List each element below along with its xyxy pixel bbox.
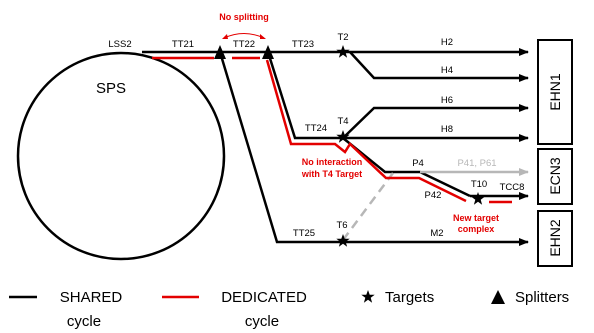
target-star: [336, 45, 350, 58]
label-tcc8: TCC8: [500, 182, 525, 193]
legend: SHARED cycle DEDICATED cycle Targets Spl…: [9, 289, 569, 330]
line-t6-link: [341, 172, 395, 241]
no-splitting-label: No splitting: [219, 12, 269, 22]
line-h6: [342, 104, 529, 139]
new-target-label: New target: [453, 213, 499, 223]
label-h8: H8: [441, 124, 453, 135]
legend-target-star-icon: [361, 290, 375, 303]
no-interaction-label-line2: with T4 Target: [301, 169, 362, 179]
line-h4: [349, 51, 529, 82]
target-star: [336, 130, 350, 143]
label-h4: H4: [441, 65, 453, 76]
label-tt24: TT24: [305, 123, 327, 134]
area-label-ehn2: EHN2: [547, 219, 563, 257]
line-tt24: [266, 51, 343, 140]
area-box-ehn1: [537, 39, 573, 145]
legend-splitter-triangle-icon: [491, 290, 505, 304]
no-splitting-arrowhead: [222, 34, 228, 39]
no-splitting-arrow: [223, 33, 265, 39]
new-target-label-line2: complex: [458, 224, 495, 234]
label-p4: P4: [412, 158, 424, 169]
label-tt22: TT22: [233, 39, 255, 50]
label-m2: M2: [430, 228, 443, 239]
no-splitting-arrowhead: [260, 34, 266, 39]
label-tt25: TT25: [293, 228, 315, 239]
red-tt24: [265, 59, 467, 203]
target-star: [336, 234, 350, 247]
label-p42: P42: [425, 190, 442, 201]
label-t2: T2: [337, 32, 348, 43]
area-label-ecn3: ECN3: [547, 157, 563, 195]
area-box-ehn2: [537, 210, 573, 267]
target-star: [471, 192, 485, 205]
splitter-triangle: [262, 45, 274, 59]
line-tt25: [218, 51, 529, 246]
area-box-ecn3: [537, 148, 573, 205]
legend-dedicated-label: DEDICATED: [221, 289, 307, 306]
label-t4: T4: [337, 116, 348, 127]
label-p41-p61: P41, P61: [457, 158, 496, 169]
label-t6: T6: [336, 220, 347, 231]
label-tt23: TT23: [292, 39, 314, 50]
sps-label: SPS: [96, 80, 126, 97]
label-h6: H6: [441, 95, 453, 106]
splitters: [214, 45, 274, 59]
legend-splitters-label: Splitters: [515, 289, 569, 306]
legend-targets-label: Targets: [385, 289, 434, 306]
legend-shared-label-line2: cycle: [67, 313, 101, 330]
legend-dedicated-label-line2: cycle: [245, 313, 279, 330]
area-label-ehn1: EHN1: [547, 73, 563, 111]
label-t10: T10: [471, 179, 487, 190]
sps-ring: [16, 51, 226, 261]
dedicated-beamlines: [152, 56, 512, 204]
label-tt21: TT21: [172, 39, 194, 50]
no-interaction-label: No interaction: [302, 157, 363, 167]
legend-shared-label: SHARED: [60, 289, 123, 306]
line-p4-p42: [342, 137, 471, 198]
inactive-beamlines: [341, 168, 529, 241]
targets: [336, 45, 485, 247]
splitter-triangle: [214, 45, 226, 59]
label-lss2: LSS2: [108, 39, 131, 50]
label-h2: H2: [441, 37, 453, 48]
shared-beamlines: [142, 48, 529, 246]
